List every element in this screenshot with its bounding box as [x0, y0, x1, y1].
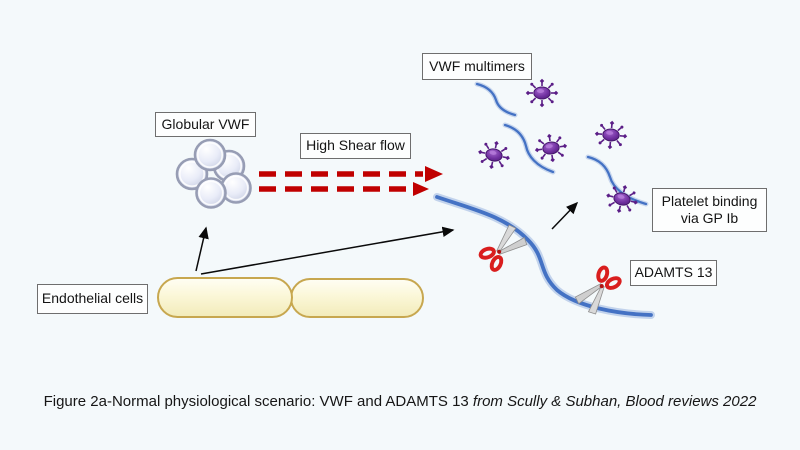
endothelial-cells-group	[157, 277, 424, 318]
vwf-strand-curve	[502, 122, 556, 175]
red-arrowhead	[413, 182, 429, 196]
adamts13-label-text: ADAMTS 13	[634, 264, 713, 281]
platelet-starburst-icon	[474, 136, 514, 174]
red-arrowhead	[425, 166, 443, 182]
platelet-binding-label-line2: via GP Ib	[680, 210, 739, 226]
platelet-starburst-icon	[524, 77, 560, 109]
scissors-group	[475, 221, 626, 319]
vwf-multimers-label-text: VWF multimers	[429, 57, 525, 74]
endothelial-cells-label: Endothelial cells	[37, 284, 148, 314]
figure-caption: Figure 2a-Normal physiological scenario:…	[0, 393, 800, 410]
high-shear-flow-label-text: High Shear flow	[306, 137, 405, 154]
globular-vwf-cluster	[175, 138, 252, 209]
shear-flow-arrows	[259, 166, 443, 196]
platelet-starburst-icon	[532, 130, 570, 166]
globular-vwf-label-text: Globular VWF	[161, 115, 250, 132]
arrow-cell-to-globule	[195, 226, 209, 272]
platelet-binding-label: Platelet binding via GP Ib	[652, 188, 767, 232]
vwf-multimer-strands	[474, 81, 649, 207]
figure-caption-main: Figure 2a-Normal physiological scenario:…	[43, 393, 473, 410]
arrow-to-platelet-binding	[551, 201, 579, 230]
platelet-binding-label-line1: Platelet binding	[661, 192, 758, 209]
globular-vwf-sphere	[193, 138, 227, 172]
endothelial-cells-label-text: Endothelial cells	[41, 290, 144, 307]
adamts13-label: ADAMTS 13	[630, 260, 717, 286]
vwf-multimers-label: VWF multimers	[422, 53, 532, 80]
unrolled-vwf-curve	[433, 193, 655, 319]
black-arrows	[195, 201, 579, 275]
endothelial-cell-pill	[290, 278, 424, 318]
globular-vwf-sphere	[195, 177, 227, 209]
endothelial-cell-pill	[157, 277, 293, 318]
vwf-strand-curve	[474, 81, 518, 118]
arrow-cell-to-unrolled-vwf	[200, 226, 455, 275]
high-shear-flow-label: High Shear flow	[300, 133, 411, 159]
platelets-group	[474, 77, 643, 218]
platelet-starburst-icon	[592, 118, 630, 152]
globular-vwf-label: Globular VWF	[155, 112, 256, 137]
figure-caption-source: from Scully & Subhan, Blood reviews 2022	[472, 393, 757, 410]
